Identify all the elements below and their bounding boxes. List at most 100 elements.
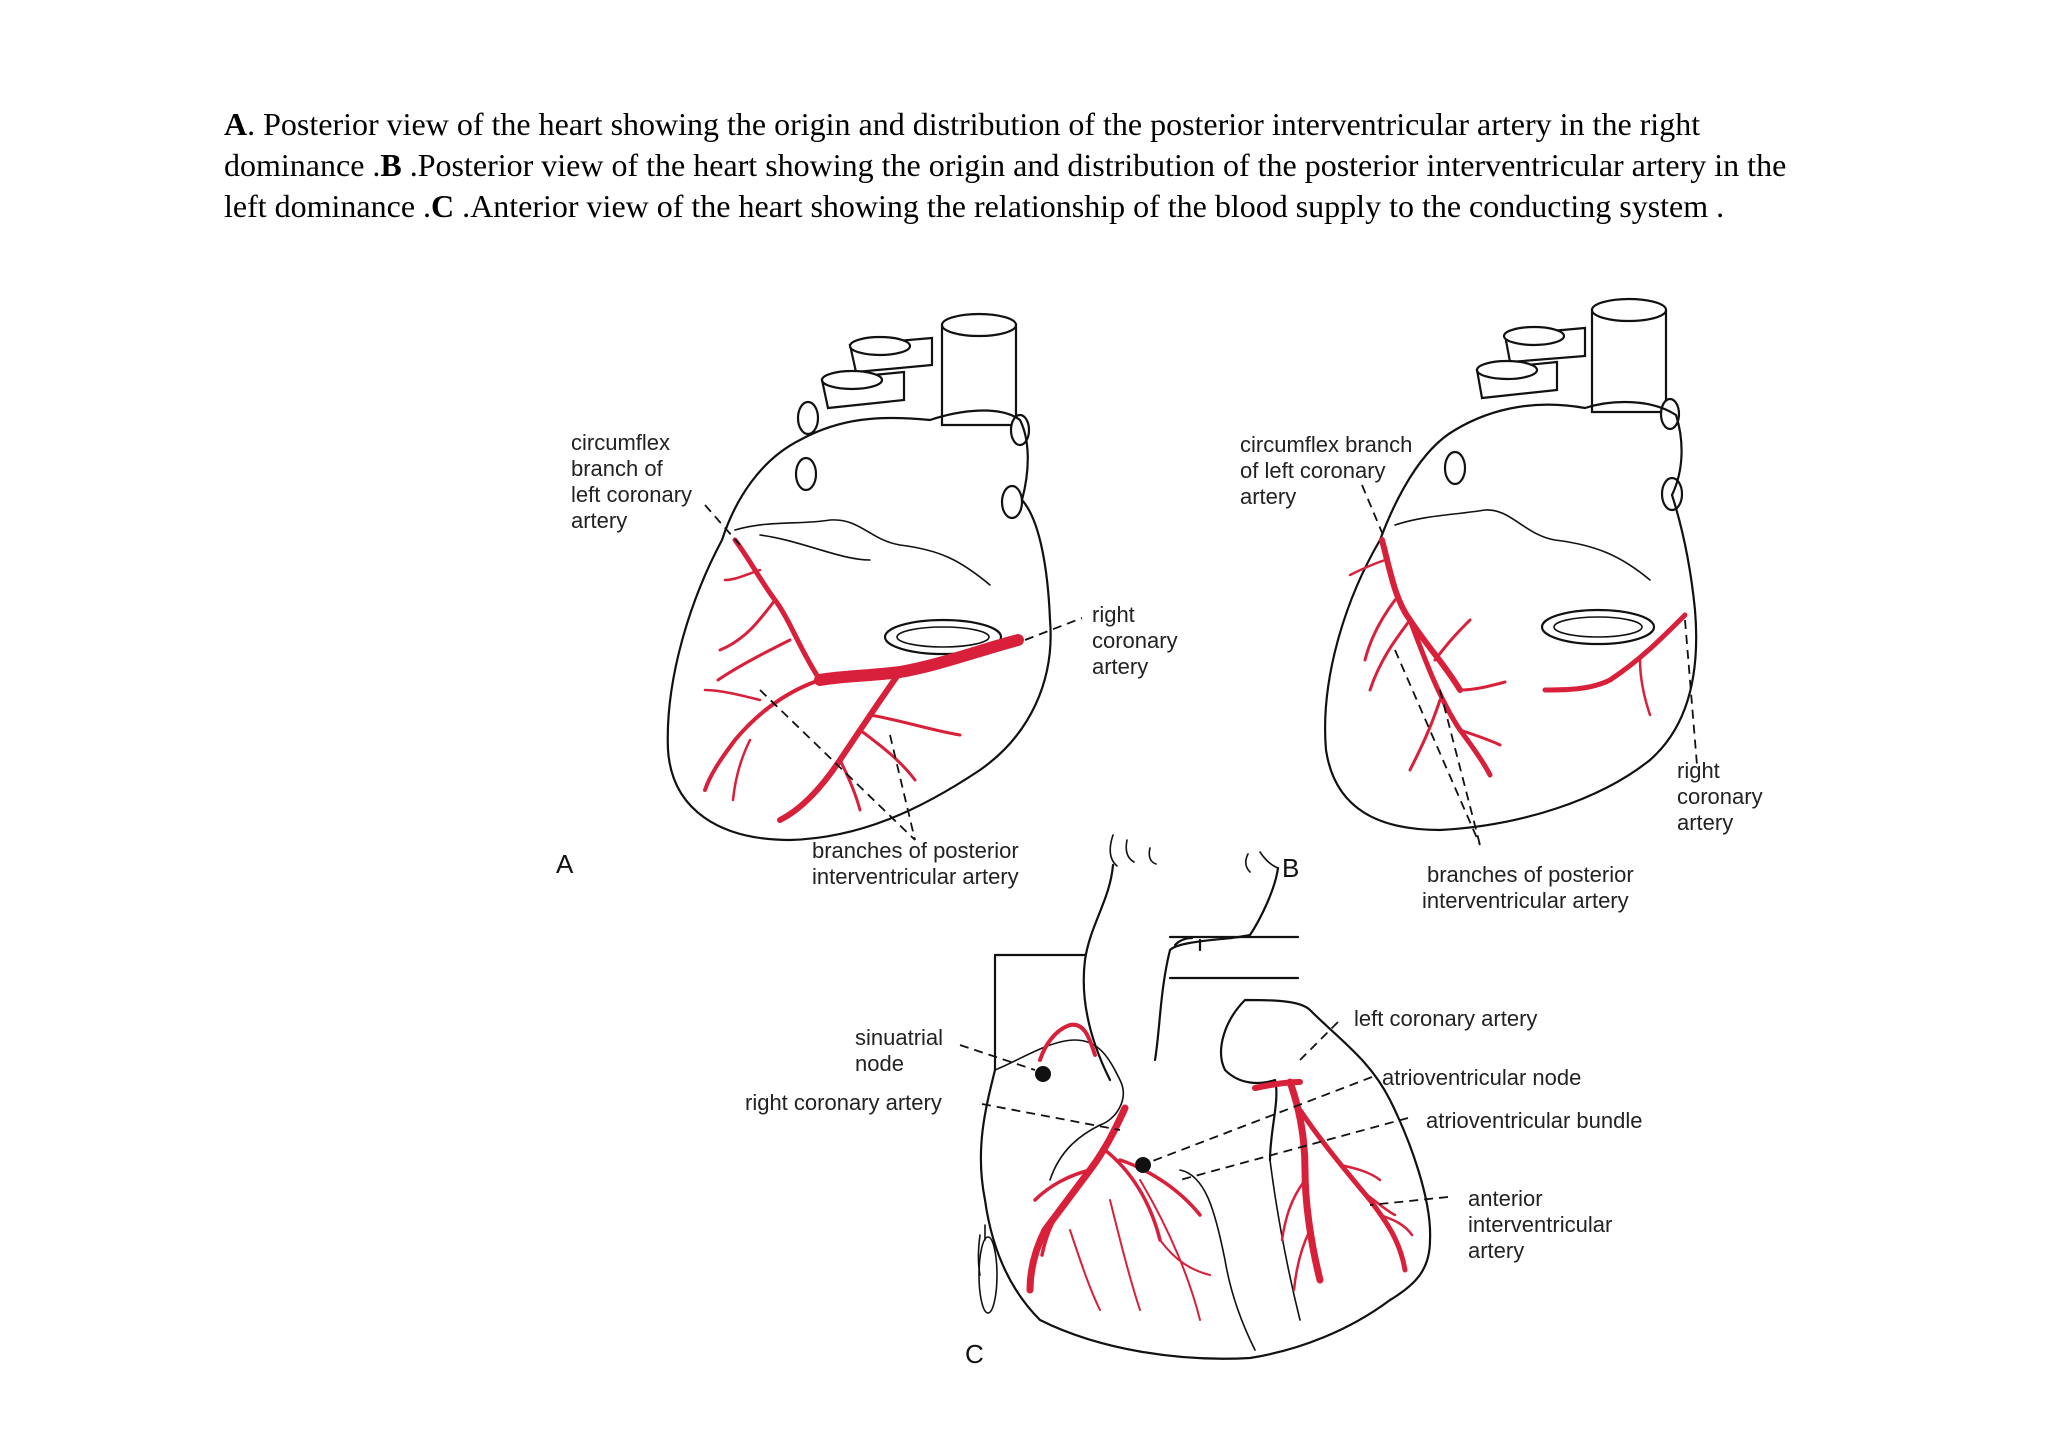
panel-a-right-coronary-artery <box>814 634 1024 686</box>
panel-c-aorta <box>1082 863 1280 1082</box>
panel-a-pulmonary-vein-2 <box>794 456 818 492</box>
panel-a-atrial-groove <box>734 519 991 586</box>
panel-b-pulmonary-vein-1 <box>1443 450 1467 486</box>
panel-b-label-branches-2: interventricular artery <box>1422 888 1629 913</box>
panel-c-right-coronary-branches <box>1033 1148 1202 1257</box>
panel-c-right-marginal-twigs <box>1069 1179 1211 1321</box>
panel-a-label-branches-1: branches of posterior <box>812 838 1019 863</box>
panel-c-atrioventricular-node <box>1135 1157 1151 1173</box>
panel-a-label-circumflex-3: left coronary <box>571 482 692 507</box>
panel-b-leader-branches-1 <box>1394 649 1481 846</box>
panel-b-heart-outline <box>1324 401 1698 832</box>
panel-b-branch-2 <box>1433 618 1507 747</box>
caption-label-c: C <box>431 188 455 224</box>
panel-c-heart <box>959 834 1449 1360</box>
caption-label-a: A <box>224 106 248 142</box>
panel-c-heart-outline <box>979 998 1432 1360</box>
panel-a-label-circumflex-1: circumflex <box>571 430 670 455</box>
panel-a-pulmonary-opening-lower <box>820 369 884 391</box>
panel-a-pulmonary-vein-4 <box>1000 484 1024 520</box>
panel-c-label-av-node: atrioventricular node <box>1382 1065 1581 1090</box>
panel-c-leader-av-node <box>1149 1076 1373 1163</box>
panel-a-pulmonary-vein-1 <box>796 400 820 436</box>
panel-b-leader-right-coronary <box>1684 619 1698 766</box>
panel-a-heart <box>666 312 1083 842</box>
panel-a-coronary-sinus-inner <box>896 626 990 648</box>
panel-c-right-coronary-artery <box>1026 1104 1129 1294</box>
panel-a-pulmonary-vein-3 <box>1009 413 1031 447</box>
figure-caption: A. Posterior view of the heart showing t… <box>224 104 1824 227</box>
panel-c-sinuatrial-node-artery <box>1038 1022 1097 1062</box>
panel-b-pulmonary-opening-lower <box>1475 359 1539 381</box>
panel-b-atrial-groove <box>1394 509 1651 581</box>
panel-c-label-anterior-iv-3: artery <box>1468 1238 1524 1263</box>
panel-b-posterior-interventricular-artery <box>1407 617 1493 778</box>
panel-b-label-circumflex-1: circumflex branch <box>1240 432 1412 457</box>
panel-a-heart-outline <box>666 409 1052 842</box>
panel-c-vessel-stubs <box>1109 834 1279 873</box>
panel-a-circumflex-artery <box>732 537 823 683</box>
panel-c-auricle <box>978 1236 998 1314</box>
panel-c-label-sinuatrial-1: sinuatrial <box>855 1025 943 1050</box>
panel-b-label-right-coronary-1: right <box>1677 758 1720 783</box>
panel-a-pulmonary-opening-upper <box>848 335 912 357</box>
panel-a-label-circumflex-4: artery <box>571 508 627 533</box>
panel-c-label-anterior-iv-1: anterior <box>1468 1186 1543 1211</box>
panel-c-aortic-arch <box>1168 935 1300 980</box>
panel-c-left-coronary-artery <box>1252 1079 1303 1091</box>
panel-c-label-sinuatrial-2: node <box>855 1051 904 1076</box>
panel-a-branch-3 <box>838 713 962 812</box>
panel-a-label-circumflex-2: branch of <box>571 456 664 481</box>
caption-label-b: B <box>380 147 402 183</box>
panel-c-label-left-coronary: left coronary artery <box>1354 1006 1537 1031</box>
panel-a-sulcus <box>759 534 871 561</box>
panel-c-letter: C <box>965 1339 984 1369</box>
panel-c-leader-av-bundle <box>1179 1117 1409 1181</box>
panel-a-label-right-coronary-3: artery <box>1092 654 1148 679</box>
panel-a-labels: circumflex branch of left coronary arter… <box>556 430 1178 889</box>
panel-c-leader-sinuatrial <box>959 1044 1036 1071</box>
panel-a-letter: A <box>556 849 574 879</box>
panel-a-leader-branches-1 <box>759 689 916 841</box>
panel-a-label-right-coronary-2: coronary <box>1092 628 1178 653</box>
panel-a-branch-1 <box>703 678 822 792</box>
panel-b-label-circumflex-2: of left coronary <box>1240 458 1386 483</box>
panel-b-right-coronary-artery <box>1542 612 1688 693</box>
panel-a-label-branches-2: interventricular artery <box>812 864 1019 889</box>
panel-b-pulmonary-vein-2 <box>1659 397 1681 431</box>
panel-b-branch-3 <box>1348 558 1652 717</box>
panel-b-label-right-coronary-3: artery <box>1677 810 1733 835</box>
panel-c-labels: sinuatrial node right coronary artery le… <box>745 1006 1642 1369</box>
panel-b-heart <box>1324 297 1698 846</box>
panel-a-branch-4 <box>703 568 762 802</box>
panel-a-label-right-coronary-1: right <box>1092 602 1135 627</box>
caption-text-c: .Anterior view of the heart showing the … <box>454 188 1725 224</box>
caption-text-b: .Posterior view of the heart showing the… <box>224 147 1787 224</box>
panel-a-leader-circumflex <box>704 504 741 546</box>
panel-b-label-right-coronary-2: coronary <box>1677 784 1763 809</box>
panel-a-leader-branches-2 <box>889 734 916 841</box>
panel-b-aorta <box>1590 308 1668 414</box>
panel-c-septum-line <box>1179 1159 1301 1351</box>
panel-b-branch-1 <box>1363 598 1442 772</box>
caption-text-a: . Posterior view of the heart showing th… <box>224 106 1701 183</box>
panel-a-aorta-opening <box>940 312 1018 338</box>
panel-c-leader-left-coronary <box>1299 1021 1339 1061</box>
panel-c-superior-vena-cava <box>993 953 1087 1072</box>
panel-b-label-circumflex-3: artery <box>1240 484 1296 509</box>
panel-b-leader-branches-2 <box>1439 689 1481 846</box>
panel-b-aorta-opening <box>1590 297 1668 323</box>
panel-b-labels: circumflex branch of left coronary arter… <box>1240 432 1763 913</box>
panel-b-pulmonary-opening-upper <box>1502 325 1566 347</box>
panel-a-leader-right-coronary <box>1024 617 1083 641</box>
panel-b-leader-circumflex <box>1361 484 1384 536</box>
panel-c-label-av-bundle: atrioventricular bundle <box>1426 1108 1642 1133</box>
panel-c-sinuatrial-node <box>1035 1066 1051 1082</box>
panel-c-auricle-detail <box>977 1224 986 1276</box>
panel-b-coronary-sinus-inner <box>1553 616 1643 638</box>
panel-a-branch-2 <box>716 598 792 682</box>
panel-b-letter: B <box>1282 853 1299 883</box>
panel-b-label-branches-1: branches of posterior <box>1427 862 1634 887</box>
panel-c-label-anterior-iv-2: interventricular <box>1468 1212 1612 1237</box>
